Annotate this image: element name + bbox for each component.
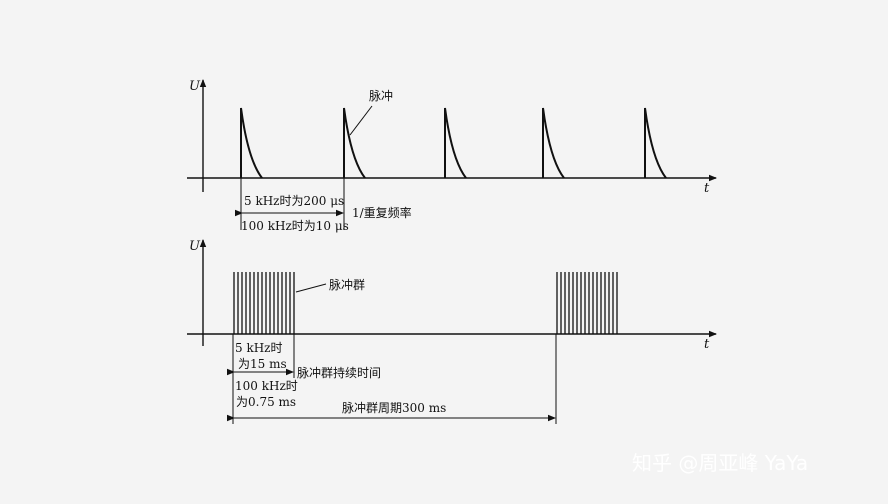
burst-label: 脉冲群 [329, 277, 365, 292]
period-caption: 1/重复频率 [352, 205, 412, 220]
pulse [240, 107, 263, 179]
burst-2 [556, 272, 618, 334]
bottom-x-axis-label: t [704, 337, 710, 352]
pulse [343, 107, 366, 179]
top-y-axis-label: U [189, 79, 201, 94]
pulse-label: 脉冲 [369, 88, 393, 103]
burst-5k-line1: 5 kHz时 [235, 341, 283, 355]
bottom-panel: U t 脉冲群 5 kHz时 为15 ms 脉冲群持续时间 100 kHz时 为… [187, 239, 717, 424]
pulse [542, 107, 565, 179]
period-100k-label: 100 kHz时为10 μs [241, 219, 349, 233]
top-pulses [240, 107, 667, 179]
burst-5k-line2: 为15 ms [238, 357, 287, 371]
watermark: 知乎 @周亚峰 YaYa [632, 451, 808, 475]
bottom-y-axis-label: U [189, 239, 201, 254]
burst-100k-line2: 为0.75 ms [236, 395, 296, 409]
burst-duration-caption: 脉冲群持续时间 [297, 365, 381, 380]
burst-1 [233, 272, 295, 334]
pulse-label-leader [349, 105, 373, 136]
burst-label-leader [295, 283, 327, 293]
burst-100k-line1: 100 kHz时 [235, 379, 298, 393]
period-5k-label: 5 kHz时为200 μs [244, 194, 344, 208]
burst-period-label: 脉冲群周期300 ms [342, 400, 446, 415]
top-panel: U t 脉冲 5 kHz时为200 μs 100 kHz时为10 μs 1/重复… [187, 79, 717, 233]
pulse [444, 107, 467, 179]
pulse [644, 107, 667, 179]
top-x-axis-label: t [704, 181, 710, 196]
